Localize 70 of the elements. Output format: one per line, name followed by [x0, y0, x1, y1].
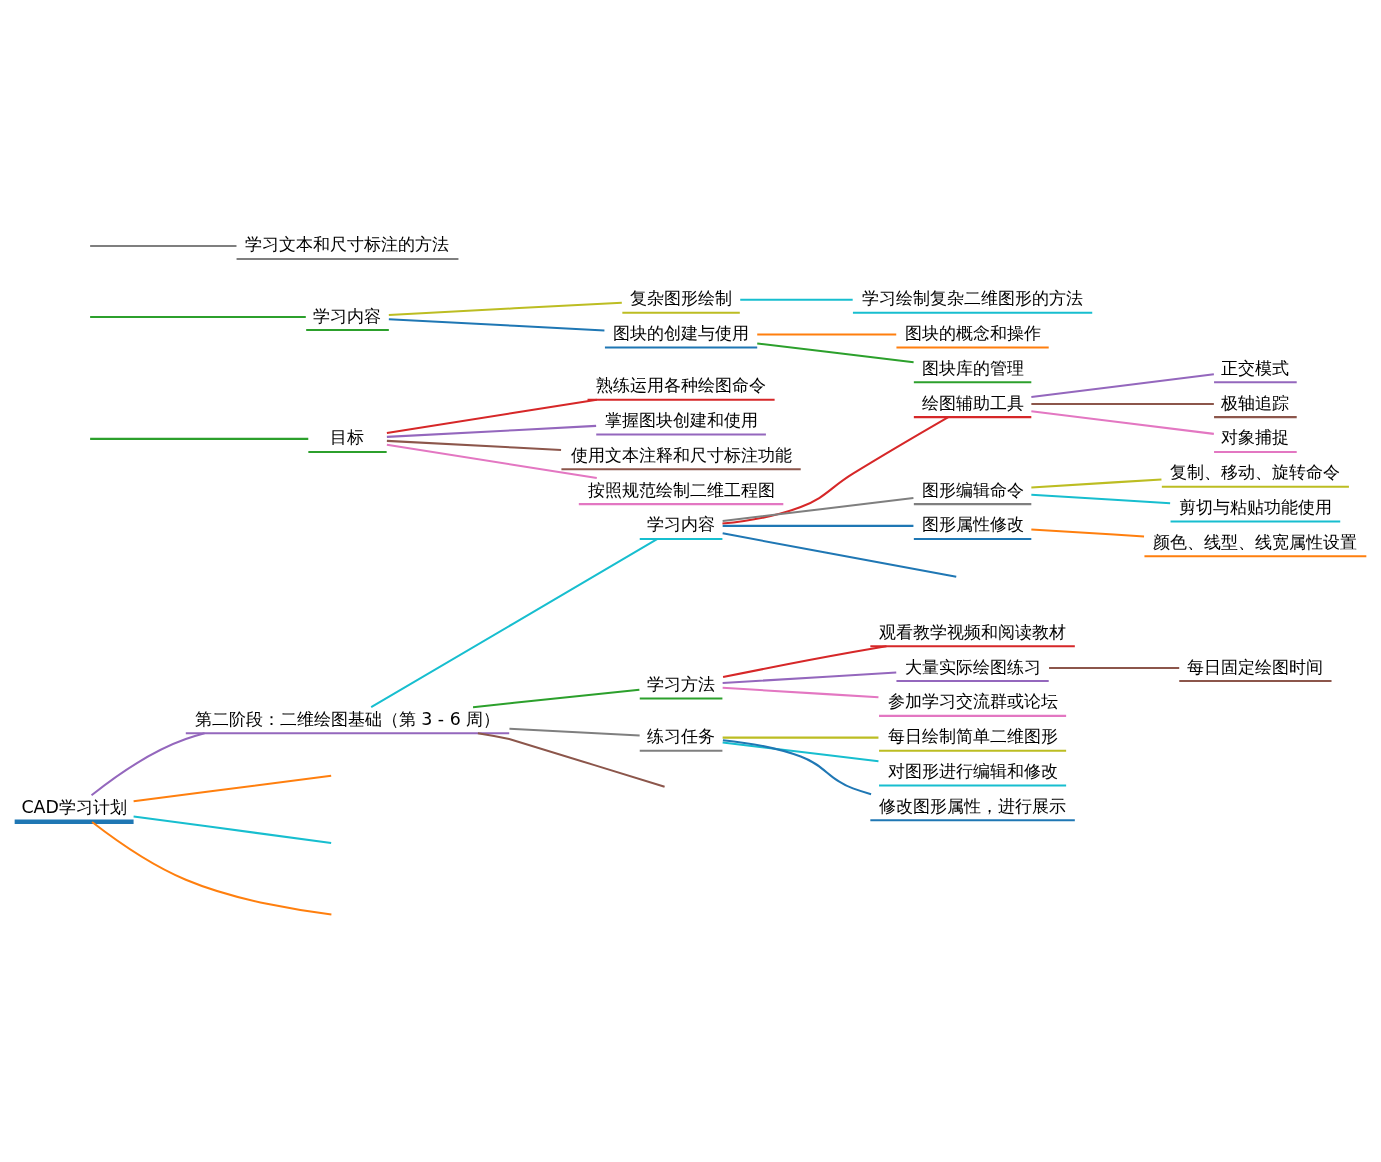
connector	[386, 398, 597, 434]
connector	[722, 686, 879, 699]
connector	[133, 774, 332, 803]
node-text: 绘图辅助工具	[921, 392, 1024, 413]
connector	[1031, 410, 1214, 435]
connector	[388, 318, 605, 332]
connector	[91, 821, 332, 916]
connector	[1031, 373, 1214, 398]
connector	[722, 739, 872, 796]
connector	[722, 736, 879, 739]
node-text: 每日绘制简单二维图形	[887, 726, 1058, 747]
node-text: 学习绘制复杂二维图形的方法	[862, 288, 1084, 309]
node-text: 学习文本和尺寸标注的方法	[245, 234, 450, 255]
node-text: 大量实际绘图练习	[904, 656, 1041, 677]
connector	[386, 443, 597, 479]
node-text: 学习内容	[313, 305, 382, 326]
node-text: 正交模式	[1221, 357, 1290, 378]
connector	[1031, 528, 1145, 538]
node-text: 剪切与粘贴功能使用	[1178, 496, 1332, 517]
connector	[1031, 493, 1171, 505]
node-text: 对象捕捉	[1221, 427, 1290, 448]
node-text: 图块的创建与使用	[613, 322, 750, 343]
node-text: 目标	[330, 427, 365, 448]
connector	[740, 298, 853, 301]
node-text: 图形属性修改	[921, 514, 1024, 535]
connector	[757, 342, 914, 364]
node-text: 参加学习交流群或论坛	[887, 691, 1058, 712]
node-text: 图块的概念和操作	[904, 322, 1041, 343]
connector	[722, 741, 879, 763]
connector	[90, 244, 237, 247]
connector	[722, 416, 949, 525]
node-text: 复杂图形绘制	[630, 288, 733, 309]
connector	[722, 532, 957, 578]
connector	[386, 424, 597, 438]
node-text: 每日固定绘图时间	[1187, 656, 1324, 677]
node-text: 学习内容	[647, 514, 716, 535]
connector	[1031, 478, 1162, 489]
node-text: 极轴追踪	[1221, 392, 1290, 413]
connector	[722, 671, 897, 684]
node-text: 修改图形属性，进行展示	[879, 795, 1067, 816]
node-text: 图块库的管理	[921, 357, 1024, 378]
node-text: 颜色、线型、线宽属性设置	[1153, 531, 1358, 552]
node-text: 观看教学视频和阅读教材	[879, 621, 1067, 642]
node-text: 熟练运用各种绘图命令	[596, 375, 767, 396]
connector	[133, 815, 332, 844]
connector	[388, 301, 622, 316]
connector	[90, 316, 306, 319]
node-text: 复制、移动、旋转命令	[1170, 462, 1341, 483]
node-text: 学习方法	[647, 673, 716, 694]
connector	[722, 645, 887, 679]
node-text: 第二阶段：二维绘图基础（第 3 - 6 周）	[194, 708, 501, 729]
connector	[370, 538, 658, 709]
connector	[1031, 403, 1214, 406]
node-text: 对图形进行编辑和修改	[887, 760, 1058, 781]
node-text: 练习任务	[647, 726, 716, 747]
connector	[386, 439, 562, 452]
connector	[90, 732, 205, 797]
node-text: 图形编辑命令	[921, 479, 1024, 500]
node-text: 掌握图块创建和使用	[604, 409, 758, 430]
connector	[722, 524, 914, 527]
node-text: 按照规范绘制二维工程图	[587, 479, 775, 500]
connector	[477, 732, 665, 788]
connector	[509, 727, 640, 737]
connector	[90, 437, 309, 440]
connector	[722, 497, 914, 523]
node-text: CAD学习计划	[21, 797, 127, 818]
connector	[472, 688, 640, 709]
connector	[1049, 667, 1180, 670]
connector	[757, 333, 897, 336]
node-text: 使用文本注释和尺寸标注功能	[570, 444, 792, 465]
